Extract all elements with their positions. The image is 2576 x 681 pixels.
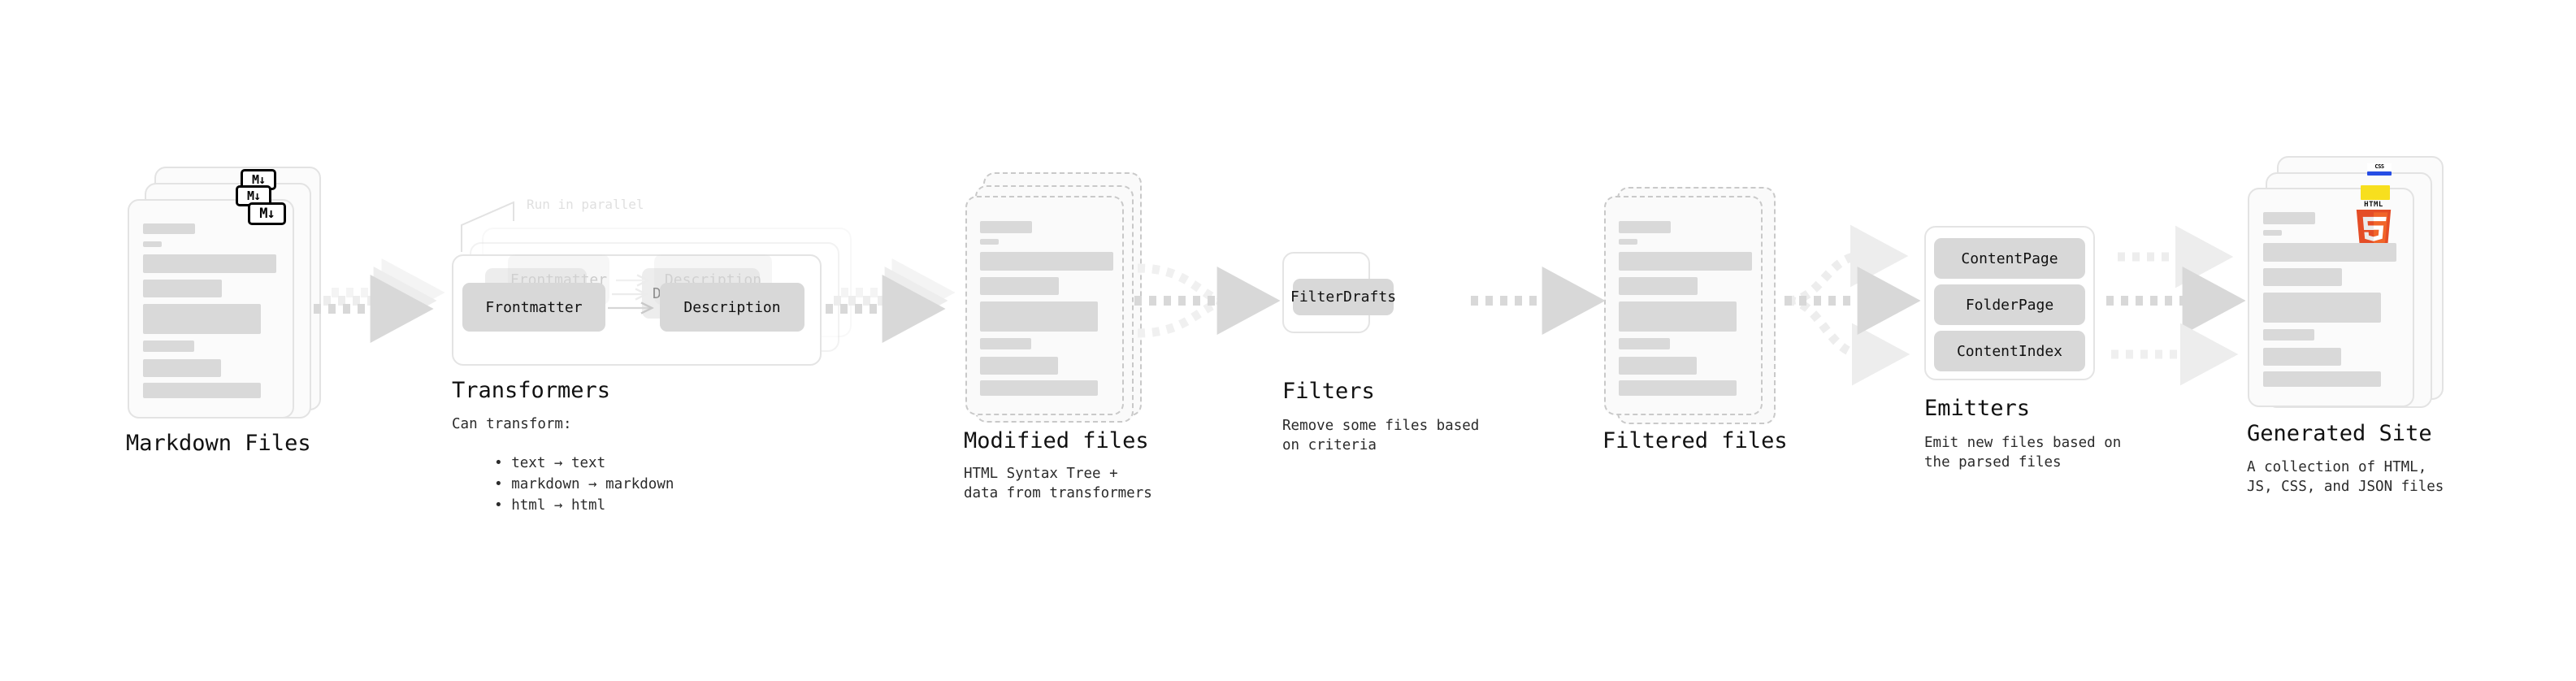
chip-label: FilterDrafts [1290, 288, 1397, 306]
skeleton-line [980, 301, 1098, 332]
chip-filterdrafts[interactable]: FilterDrafts [1290, 279, 1397, 315]
arrow-modified-to-filters [1134, 263, 1281, 338]
skeleton-line [980, 252, 1113, 271]
emitters-subtitle-line1: Emit new files based on [1924, 435, 2122, 451]
skeleton-line [1619, 357, 1697, 375]
bullet-dot: • [494, 497, 512, 514]
emitters-title: Emitters [1924, 396, 2031, 421]
modified-files-subtitle-line2: data from transformers [964, 485, 1152, 501]
filtered-files-title: Filtered files [1602, 428, 1788, 453]
chip-frontmatter[interactable]: Frontmatter [462, 283, 605, 332]
skeleton-line [2263, 293, 2381, 323]
chip-label: Frontmatter [485, 298, 583, 316]
filters-subtitle-line2: on criteria [1282, 437, 1377, 453]
skeleton-line [2263, 329, 2314, 340]
generated-site-subtitle-line2: JS, CSS, and JSON files [2247, 479, 2444, 495]
transformers-bullet-1: • text → text [460, 434, 605, 492]
css3-badge: CSS [2367, 163, 2392, 176]
bullet-label: html → html [511, 497, 606, 514]
markdown-badge-arrow: ↓ [258, 172, 266, 187]
skeleton-line [143, 383, 261, 398]
transformers-bullet-2: • markdown → markdown [460, 455, 674, 514]
skeleton-line [143, 280, 222, 297]
skeleton-line [1619, 277, 1698, 295]
js-badge [2361, 185, 2390, 200]
html5-badge-word: HTML [2364, 201, 2383, 209]
generated-site-title: Generated Site [2247, 421, 2432, 446]
arrow-emitters-to-site [2106, 225, 2246, 386]
skeleton-line [143, 241, 162, 247]
skeleton-line [1619, 301, 1737, 332]
skeleton-line [1619, 221, 1671, 233]
skeleton-line [143, 223, 195, 234]
skeleton-line [2263, 348, 2341, 366]
skeleton-line [2263, 371, 2381, 387]
emitters-subtitle-line2: the parsed files [1924, 454, 2062, 471]
markdown-badge-letter: M [251, 172, 259, 187]
markdown-badge-letter: M [259, 206, 267, 222]
skeleton-line [143, 254, 276, 273]
chip-folderpage[interactable]: FolderPage [1934, 284, 2085, 325]
skeleton-line [980, 239, 999, 245]
skeleton-line [980, 277, 1059, 295]
skeleton-line [2263, 268, 2342, 286]
markdown-badge: M↓ [248, 202, 286, 225]
bullet-label: markdown → markdown [511, 476, 674, 492]
skeleton-line [2263, 230, 2282, 236]
bullet-label: text → text [511, 455, 606, 471]
transformers-subtitle: Can transform: [452, 416, 572, 432]
arrow-markdown-to-transformers [314, 258, 445, 343]
chip-label: ContentPage [1961, 249, 2058, 267]
run-in-parallel-annotation: Run in parallel [527, 197, 644, 212]
modified-files-title: Modified files [964, 428, 1149, 453]
arrow-filtered-to-emitters [1785, 224, 1921, 386]
bullet-dot: • [494, 476, 512, 492]
skeleton-line [2263, 212, 2315, 224]
chip-contentpage[interactable]: ContentPage [1934, 238, 2085, 279]
skeleton-line [1619, 338, 1670, 349]
skeleton-line [980, 338, 1031, 349]
skeleton-line [1619, 380, 1737, 396]
markdown-badge-letter: M [246, 189, 254, 203]
chip-label: ContentIndex [1956, 342, 2063, 360]
modified-files-subtitle-line1: HTML Syntax Tree + [964, 466, 1118, 482]
skeleton-line [1619, 239, 1637, 245]
skeleton-line [2263, 243, 2396, 262]
markdown-badge-arrow: ↓ [254, 189, 261, 203]
chip-label: Description [683, 298, 781, 316]
skeleton-line [1619, 252, 1752, 271]
skeleton-line [980, 380, 1098, 396]
chip-label: FolderPage [1965, 296, 2054, 314]
skeleton-line [980, 221, 1032, 233]
transformers-title: Transformers [452, 378, 611, 403]
markdown-files-title: Markdown Files [126, 431, 311, 456]
markdown-badge-arrow: ↓ [267, 206, 275, 222]
filters-subtitle-line1: Remove some files based [1282, 418, 1480, 434]
transformers-bullet-3: • html → html [460, 476, 605, 535]
skeleton-line [143, 359, 221, 377]
skeleton-line [143, 304, 261, 334]
skeleton-line [143, 340, 194, 352]
chip-description[interactable]: Description [660, 283, 804, 332]
html5-badge: HTML [2353, 200, 2394, 249]
css3-badge-text: CSS [2367, 163, 2392, 171]
filters-title: Filters [1282, 379, 1375, 404]
css3-badge-bar [2367, 171, 2392, 176]
bullet-dot: • [494, 455, 512, 471]
generated-site-subtitle-line1: A collection of HTML, [2247, 459, 2427, 475]
chip-contentindex[interactable]: ContentIndex [1934, 331, 2085, 371]
skeleton-line [980, 357, 1058, 375]
